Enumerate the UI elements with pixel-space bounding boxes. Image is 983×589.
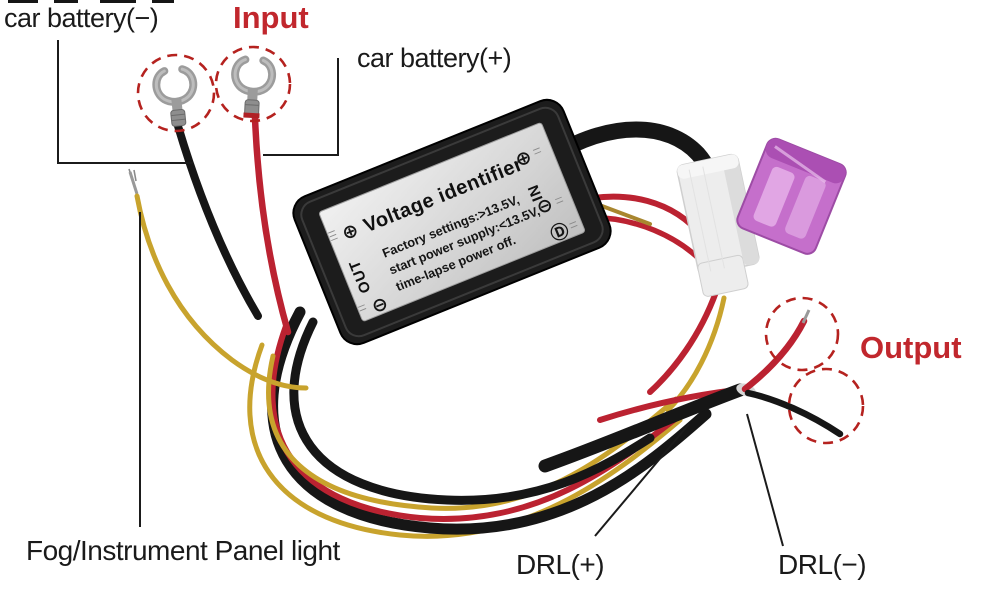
module-bevel	[300, 106, 604, 338]
drl-positive-leader	[594, 423, 690, 537]
drl-negative-label: DRL(−)	[778, 549, 867, 580]
drl-negative-leader	[746, 413, 784, 547]
in-wire-color-marks	[532, 147, 578, 229]
input-negative-circle	[136, 53, 216, 133]
output-negative-circle	[787, 367, 865, 445]
battery-negative-bracket	[57, 40, 193, 164]
fork-terminal-negative	[152, 65, 198, 127]
in-plus-terminal-icon: ⊕	[512, 145, 535, 171]
wire-battery-negative	[174, 122, 262, 320]
fork-terminal-positive	[231, 55, 277, 119]
input-label: Input	[233, 0, 309, 35]
out-plus-terminal-icon: ⊕	[339, 219, 362, 245]
output-positive-circle	[764, 296, 840, 372]
output-negative-wire-end	[744, 389, 844, 438]
output-positive-wire-end	[741, 317, 808, 393]
wire-battery-positive	[251, 114, 292, 336]
out-wire-color-marks	[328, 230, 367, 312]
annotation-lines	[57, 40, 784, 547]
in-port-label: IN	[524, 181, 546, 203]
input-positive-circle	[214, 45, 292, 123]
voltage-identifier-module: Voltage identifier Factory settings:>13.…	[292, 98, 612, 346]
output-label: Output	[860, 330, 962, 365]
blade-fuse	[736, 137, 847, 255]
car-battery-negative-label: car battery(−)	[4, 3, 159, 33]
out-minus-terminal-icon: ⊖	[368, 292, 391, 318]
fuse-holder-connector	[676, 153, 760, 297]
wire-fog-light	[128, 168, 309, 391]
in-minus-terminal-icon: ⊖	[533, 193, 556, 219]
output-wires	[538, 309, 844, 473]
highlight-circles	[136, 45, 865, 445]
module-label-plate	[319, 122, 585, 322]
output-positive-bare-tip	[801, 309, 811, 324]
battery-positive-bracket	[263, 58, 339, 156]
wire-bundle	[247, 306, 712, 539]
drl-positive-label: DRL(+)	[516, 549, 605, 580]
fog-instrument-panel-light-label: Fog/Instrument Panel light	[26, 535, 340, 566]
car-battery-positive-label: car battery(+)	[357, 43, 512, 73]
cropped-text-fragments	[8, 0, 174, 3]
